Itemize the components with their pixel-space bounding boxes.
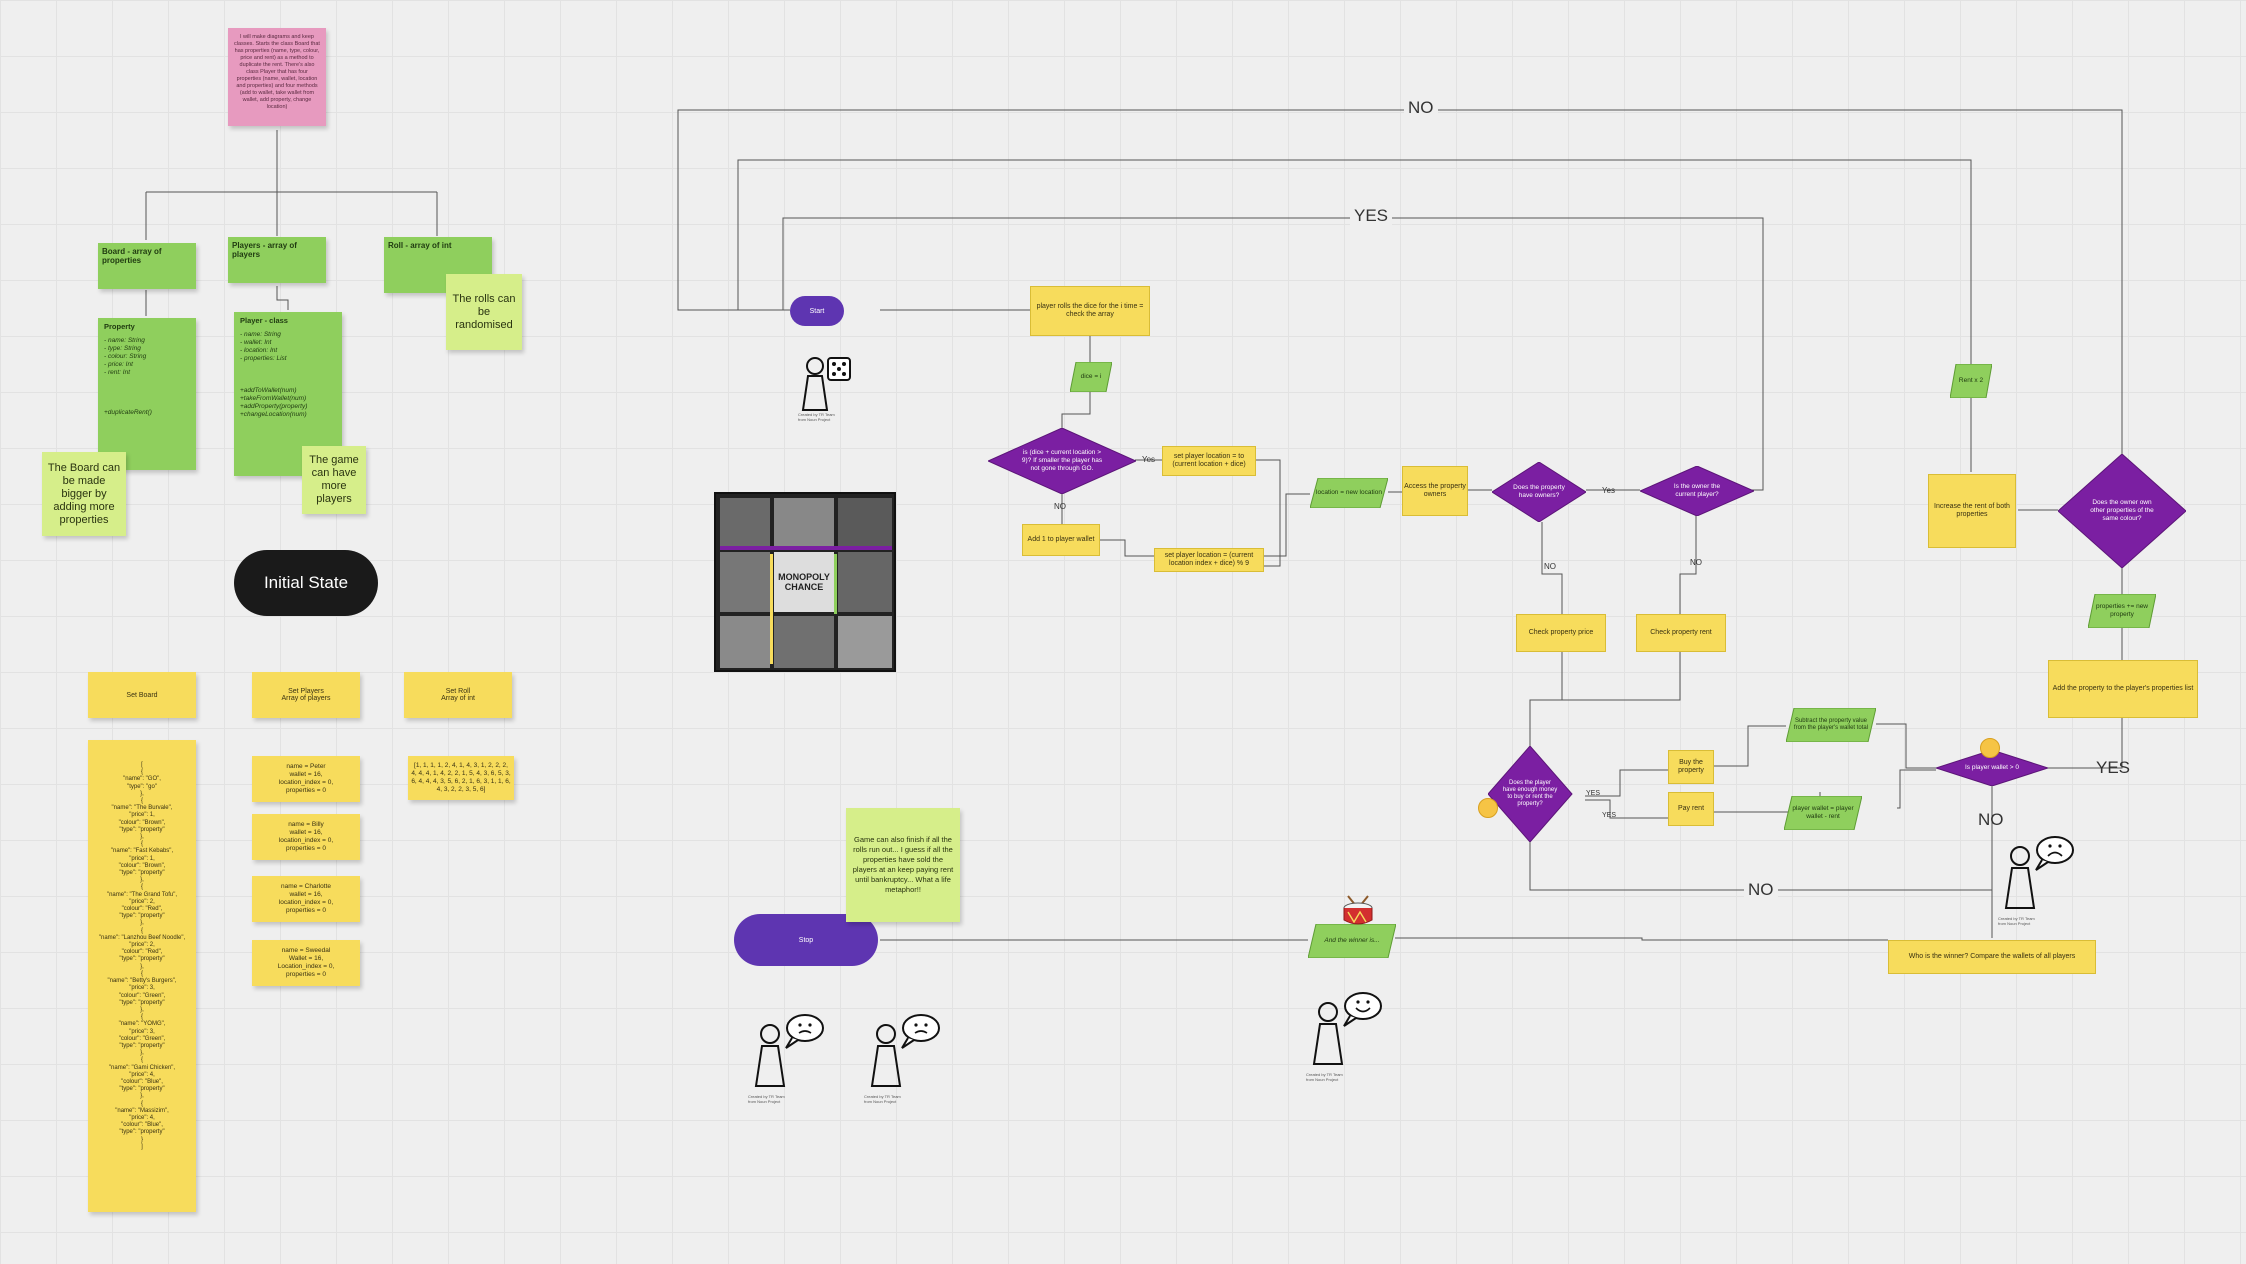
- drum-icon: [1340, 894, 1376, 928]
- rent-double-io: Rent x 2: [1950, 364, 1992, 398]
- property-class-box: Property - name: String - type: String -…: [98, 318, 196, 470]
- wallet-minus-rent-io: player wallet = player wallet - rent: [1784, 796, 1862, 830]
- dice-assign-io: dice = i: [1070, 362, 1112, 392]
- note-rolls-randomised: The rolls can be randomised: [446, 274, 522, 350]
- set-board-box: Set Board: [88, 672, 196, 718]
- no-label-owned: NO: [1544, 562, 1556, 571]
- add-wallet-step: Add 1 to player wallet: [1022, 524, 1100, 556]
- note-game-end: Game can also finish if all the rolls ru…: [846, 808, 960, 922]
- set-location-plus-step: set player location = to (current locati…: [1162, 446, 1256, 476]
- pawn-annoyed-icon-2: Created by TR Team from Noun Project: [864, 1010, 944, 1106]
- no-label-wallet: NO: [1978, 810, 2004, 829]
- set-players-box: Set Players Array of players: [252, 672, 360, 718]
- player-sweedal-box: name = Sweedal Wallet = 16, Location_ind…: [252, 940, 360, 986]
- property-class-title: Property: [104, 322, 135, 331]
- compare-wallets-step: Who is the winner? Compare the wallets o…: [1888, 940, 2096, 974]
- loop-yes-label: YES: [1350, 206, 1393, 226]
- pawn-annoyed-icon-1: Created by TR Team from Noun Project: [748, 1010, 828, 1106]
- grimace-emoji-icon-2: [1980, 738, 2000, 758]
- no-label-go: NO: [1054, 502, 1066, 511]
- player-class-title: Player - class: [240, 316, 288, 325]
- location-new-io: location = new location: [1310, 478, 1388, 508]
- buy-property-step: Buy the property: [1668, 750, 1714, 784]
- description-sticky-note: I will make diagrams and keep classes. S…: [228, 28, 326, 126]
- decision-wallet-positive: Is player wallet > 0: [1936, 750, 2048, 786]
- roll-values-box: [1, 1, 1, 1, 2, 4, 1, 4, 3, 1, 2, 2, 2, …: [408, 756, 514, 800]
- no-label-current: NO: [1690, 558, 1702, 567]
- check-price-step: Check property price: [1516, 614, 1606, 652]
- initial-state-label: Initial State: [234, 550, 378, 616]
- note-board-bigger: The Board can be made bigger by adding m…: [42, 452, 126, 536]
- loop-no-label: NO: [1404, 98, 1438, 118]
- monopoly-logo-text: MONOPOLY CHANCE: [774, 552, 834, 612]
- decision-passed-go: is (dice + current location > 9)? If sma…: [988, 428, 1136, 494]
- roll-array-box: Roll - array of int: [384, 237, 492, 293]
- yes-label-owned: Yes: [1602, 486, 1616, 495]
- yes-label-rent: YES: [1602, 812, 1617, 819]
- note-more-players: The game can have more players: [302, 446, 366, 514]
- subtract-price-io: Subtract the property value from the pla…: [1786, 708, 1876, 742]
- start-terminal: Start: [790, 296, 844, 326]
- decision-enough-money: Does the player have enough money to buy…: [1488, 746, 1586, 842]
- yes-label-buy: YES: [1586, 790, 1601, 797]
- board-data-list: [ { "name": "GO", "type": "go" }, { "nam…: [88, 740, 196, 1212]
- player-peter-box: name = Peter wallet = 16, location_index…: [252, 756, 360, 802]
- monopoly-board-image: MONOPOLY CHANCE: [714, 492, 896, 672]
- add-property-step: Add the property to the player's propert…: [2048, 660, 2198, 718]
- set-location-mod-step: set player location = (current location …: [1154, 548, 1264, 572]
- roll-dice-step: player rolls the dice for the i time = c…: [1030, 286, 1150, 336]
- pawn-sad-icon: Created by TR Team from Noun Project: [1998, 832, 2078, 928]
- player-billy-box: name = Billy wallet = 16, location_index…: [252, 814, 360, 860]
- pawn-dice-icon: Created by TR Team from Noun Project: [798, 350, 858, 424]
- decision-owner-is-current: Is the owner the current player?: [1640, 466, 1754, 516]
- players-array-box: Players - array of players: [228, 237, 326, 283]
- access-owners-step: Access the property owners: [1402, 466, 1468, 516]
- property-class-fields: - name: String - type: String - colour: …: [104, 337, 152, 416]
- player-charlotte-box: name = Charlotte wallet = 16, location_i…: [252, 876, 360, 922]
- stop-terminal: Stop: [734, 914, 878, 966]
- no-money-loop-label: NO: [1744, 880, 1778, 900]
- pay-rent-step: Pay rent: [1668, 792, 1714, 826]
- and-winner-io: And the winner is...: [1308, 924, 1396, 958]
- player-class-fields: - name: String - wallet: Int - location:…: [240, 331, 308, 418]
- decision-has-owners: Does the property have owners?: [1492, 462, 1586, 522]
- decision-same-colour: Does the owner own other properties of t…: [2058, 454, 2186, 568]
- properties-append-io: properties += new property: [2088, 594, 2156, 628]
- grimace-emoji-icon: [1478, 798, 1498, 818]
- set-roll-box: Set Roll Array of int: [404, 672, 512, 718]
- pawn-happy-icon: Created by TR Team from Noun Project: [1306, 988, 1386, 1084]
- yes-label-wallet: YES: [2096, 758, 2131, 777]
- increase-rent-step: Increase the rent of both properties: [1928, 474, 2016, 548]
- yes-label-go: Yes: [1142, 455, 1156, 464]
- check-rent-step: Check property rent: [1636, 614, 1726, 652]
- board-array-box: Board - array of properties: [98, 243, 196, 289]
